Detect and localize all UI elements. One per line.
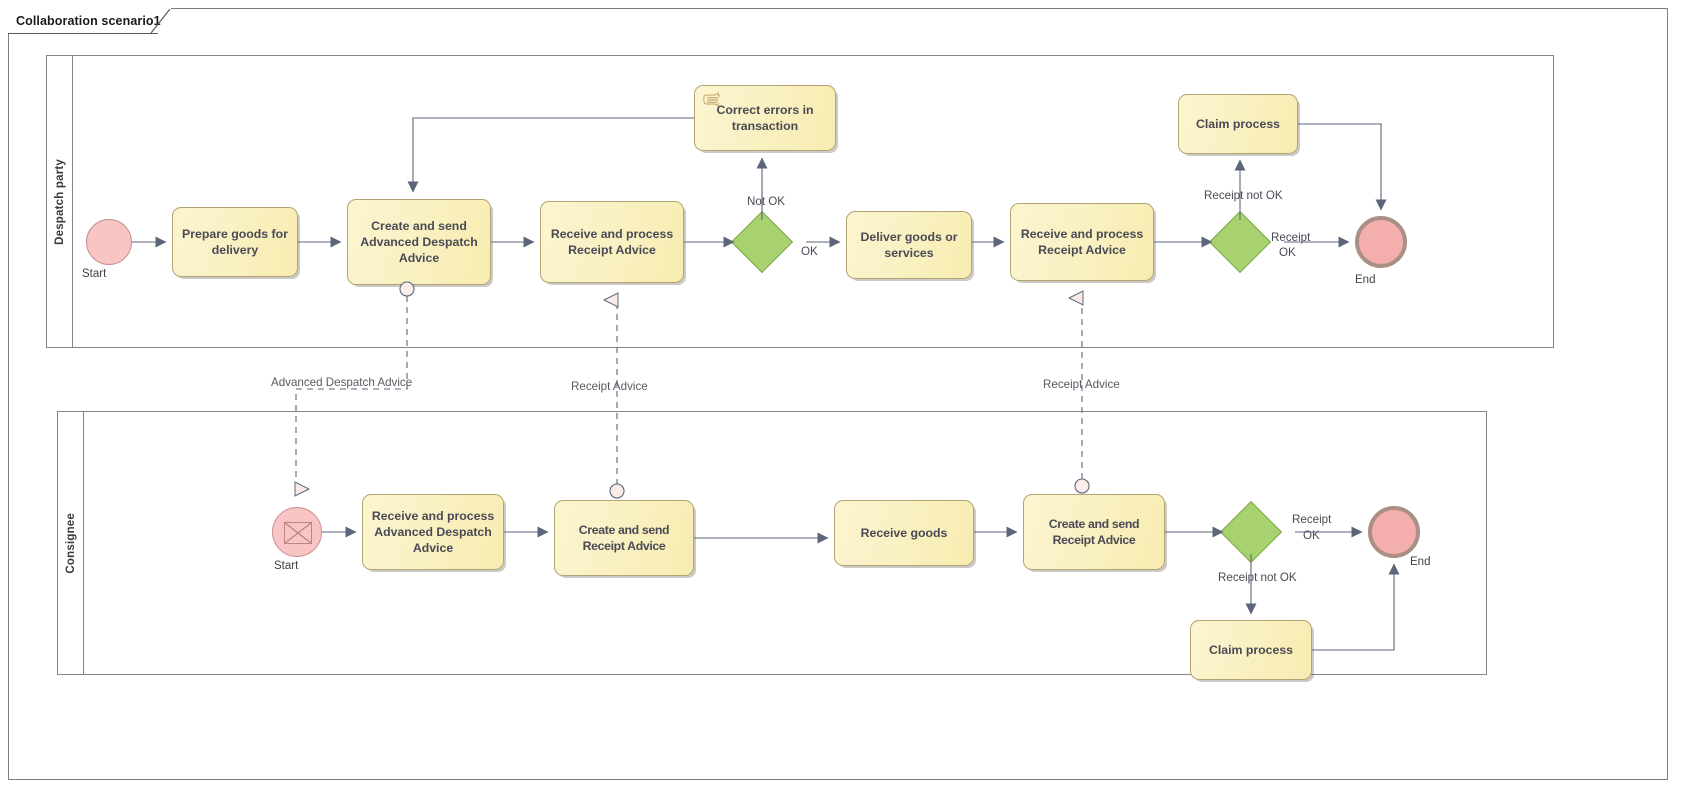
task-label: Create and send Advanced Despatch Advice bbox=[360, 218, 478, 266]
message-flow-label-receipt-advice-1: Receipt Advice bbox=[571, 380, 648, 393]
message-flow-label-receipt-advice-2: Receipt Advice bbox=[1043, 378, 1120, 391]
task-deliver-goods-or-services[interactable]: Deliver goods or services bbox=[846, 211, 972, 279]
pool-despatch-party: Despatch party bbox=[46, 55, 1554, 348]
end-event-consignee-label: End bbox=[1410, 556, 1431, 568]
flow-label-receipt-ok-despatch-line1: Receipt bbox=[1271, 231, 1311, 244]
flow-label-receipt-ok-despatch-line2: OK bbox=[1279, 246, 1296, 259]
manual-hand-icon bbox=[703, 92, 721, 107]
pool-header-consignee: Consignee bbox=[58, 412, 84, 674]
task-label: Correct errors in transaction bbox=[716, 102, 814, 133]
title-tab-slash-icon bbox=[150, 8, 171, 34]
diagram-frame bbox=[8, 8, 1668, 780]
start-event-despatch-label: Start bbox=[82, 268, 107, 280]
flow-label-ok: OK bbox=[801, 245, 818, 258]
task-label: Receive and process Advanced Despatch Ad… bbox=[371, 508, 495, 556]
start-event-consignee-label: Start bbox=[274, 560, 299, 572]
task-label: Create and send Receipt Advice bbox=[578, 522, 670, 553]
pool-header-despatch-party: Despatch party bbox=[47, 56, 73, 347]
task-label: Receive goods bbox=[860, 525, 948, 540]
flow-label-receipt-ok-consignee-line2: OK bbox=[1303, 529, 1320, 542]
pool-label-despatch-party: Despatch party bbox=[53, 158, 66, 245]
task-claim-process-consignee[interactable]: Claim process bbox=[1190, 620, 1312, 680]
task-label: Deliver goods or services bbox=[860, 229, 958, 260]
start-event-despatch[interactable] bbox=[86, 219, 132, 265]
title-tab-underline bbox=[8, 33, 158, 34]
task-receive-goods[interactable]: Receive goods bbox=[834, 500, 974, 566]
task-correct-errors-in-transaction[interactable]: Correct errors in transaction bbox=[694, 85, 836, 151]
flow-label-receipt-not-ok-despatch: Receipt not OK bbox=[1204, 189, 1283, 202]
end-event-despatch-label: End bbox=[1355, 274, 1376, 286]
task-claim-process-despatch[interactable]: Claim process bbox=[1178, 94, 1298, 154]
task-receive-process-receipt-advice-2[interactable]: Receive and process Receipt Advice bbox=[1010, 203, 1154, 281]
task-create-send-receipt-advice-2[interactable]: Create and send Receipt Advice bbox=[1023, 494, 1165, 570]
envelope-icon bbox=[284, 522, 312, 544]
task-label: Create and send Receipt Advice bbox=[1048, 516, 1140, 547]
task-create-send-receipt-advice-1[interactable]: Create and send Receipt Advice bbox=[554, 500, 694, 576]
task-receive-process-advanced-despatch-advice[interactable]: Receive and process Advanced Despatch Ad… bbox=[362, 494, 504, 570]
task-receive-process-receipt-advice-1[interactable]: Receive and process Receipt Advice bbox=[540, 201, 684, 283]
page-title: Collaboration scenario1 bbox=[16, 14, 161, 28]
task-create-send-advanced-despatch-advice[interactable]: Create and send Advanced Despatch Advice bbox=[347, 199, 491, 285]
end-event-consignee[interactable] bbox=[1368, 506, 1420, 558]
diagram-title-tab[interactable]: Collaboration scenario1 bbox=[8, 8, 171, 34]
task-label: Claim process bbox=[1195, 116, 1281, 131]
flow-label-receipt-not-ok-consignee: Receipt not OK bbox=[1218, 571, 1297, 584]
pool-consignee: Consignee bbox=[57, 411, 1487, 675]
task-label: Prepare goods for delivery bbox=[182, 226, 288, 257]
flow-label-receipt-ok-consignee-line1: Receipt bbox=[1292, 513, 1332, 526]
message-flow-label-advanced-despatch-advice: Advanced Despatch Advice bbox=[271, 376, 413, 389]
flow-label-not-ok: Not OK bbox=[747, 195, 786, 208]
task-label: Claim process bbox=[1208, 642, 1294, 657]
task-label: Receive and process Receipt Advice bbox=[550, 226, 674, 257]
task-label: Receive and process Receipt Advice bbox=[1020, 226, 1144, 257]
end-event-despatch[interactable] bbox=[1355, 216, 1407, 268]
pool-label-consignee: Consignee bbox=[64, 512, 77, 574]
task-prepare-goods-for-delivery[interactable]: Prepare goods for delivery bbox=[172, 207, 298, 277]
